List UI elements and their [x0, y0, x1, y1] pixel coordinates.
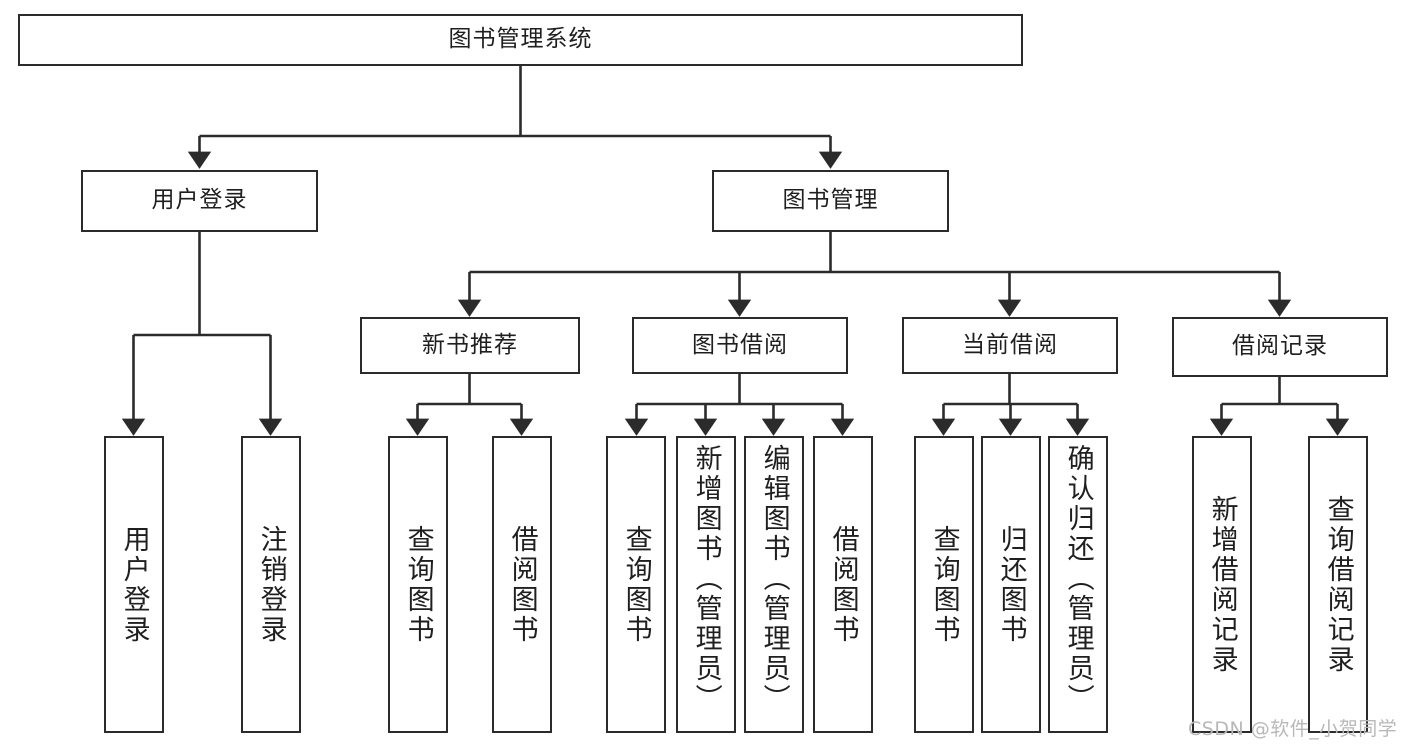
node-leaf-confirm-return[interactable]: 确认归还（管理员）	[1048, 436, 1108, 733]
node-borrow-record[interactable]: 借阅记录	[1172, 317, 1388, 377]
node-leaf-query-book-1[interactable]: 查询图书	[388, 436, 448, 733]
node-book-borrow[interactable]: 图书借阅	[632, 317, 848, 374]
node-leaf-return-book[interactable]: 归还图书	[981, 436, 1041, 733]
node-leaf-borrow-book-1-label: 借阅图书	[506, 524, 538, 645]
node-book-borrow-label: 图书借阅	[692, 331, 788, 358]
node-book-management-label: 图书管理	[782, 187, 879, 214]
node-leaf-query-book-2[interactable]: 查询图书	[606, 436, 666, 733]
node-new-book-recommend[interactable]: 新书推荐	[360, 317, 580, 374]
node-leaf-logout-label: 注销登录	[255, 524, 287, 645]
node-root[interactable]: 图书管理系统	[18, 14, 1023, 66]
node-book-management[interactable]: 图书管理	[712, 170, 949, 232]
node-leaf-add-record[interactable]: 新增借阅记录	[1192, 436, 1252, 733]
node-leaf-query-book-3-label: 查询图书	[928, 524, 960, 645]
node-leaf-borrow-book-2[interactable]: 借阅图书	[813, 436, 873, 733]
node-current-borrow-label: 当前借阅	[962, 331, 1058, 358]
node-leaf-borrow-book-1[interactable]: 借阅图书	[492, 436, 552, 733]
node-leaf-return-book-label: 归还图书	[995, 524, 1027, 645]
node-leaf-logout[interactable]: 注销登录	[241, 436, 301, 733]
node-root-label: 图书管理系统	[448, 26, 593, 53]
node-current-borrow[interactable]: 当前借阅	[902, 317, 1118, 374]
node-leaf-query-book-3[interactable]: 查询图书	[914, 436, 974, 733]
watermark: CSDN @软件_小贺同学	[1188, 718, 1398, 740]
node-leaf-add-book-label: 新增图书（管理员）	[690, 444, 722, 714]
node-leaf-user-login[interactable]: 用户登录	[104, 436, 164, 733]
node-user-login-label: 用户登录	[151, 187, 248, 214]
node-leaf-add-book[interactable]: 新增图书（管理员）	[676, 436, 736, 733]
node-leaf-query-record[interactable]: 查询借阅记录	[1308, 436, 1368, 733]
node-leaf-borrow-book-2-label: 借阅图书	[827, 524, 859, 645]
node-leaf-query-book-2-label: 查询图书	[620, 524, 652, 645]
node-leaf-query-book-1-label: 查询图书	[402, 524, 434, 645]
node-borrow-record-label: 借阅记录	[1232, 333, 1328, 360]
node-new-book-recommend-label: 新书推荐	[422, 331, 518, 358]
node-leaf-confirm-return-label: 确认归还（管理员）	[1062, 444, 1094, 714]
node-leaf-add-record-label: 新增借阅记录	[1206, 494, 1238, 675]
node-leaf-edit-book-label: 编辑图书（管理员）	[758, 444, 790, 714]
node-leaf-query-record-label: 查询借阅记录	[1322, 494, 1354, 675]
node-leaf-edit-book[interactable]: 编辑图书（管理员）	[744, 436, 804, 733]
node-user-login[interactable]: 用户登录	[81, 170, 318, 232]
node-leaf-user-login-label: 用户登录	[118, 524, 150, 645]
